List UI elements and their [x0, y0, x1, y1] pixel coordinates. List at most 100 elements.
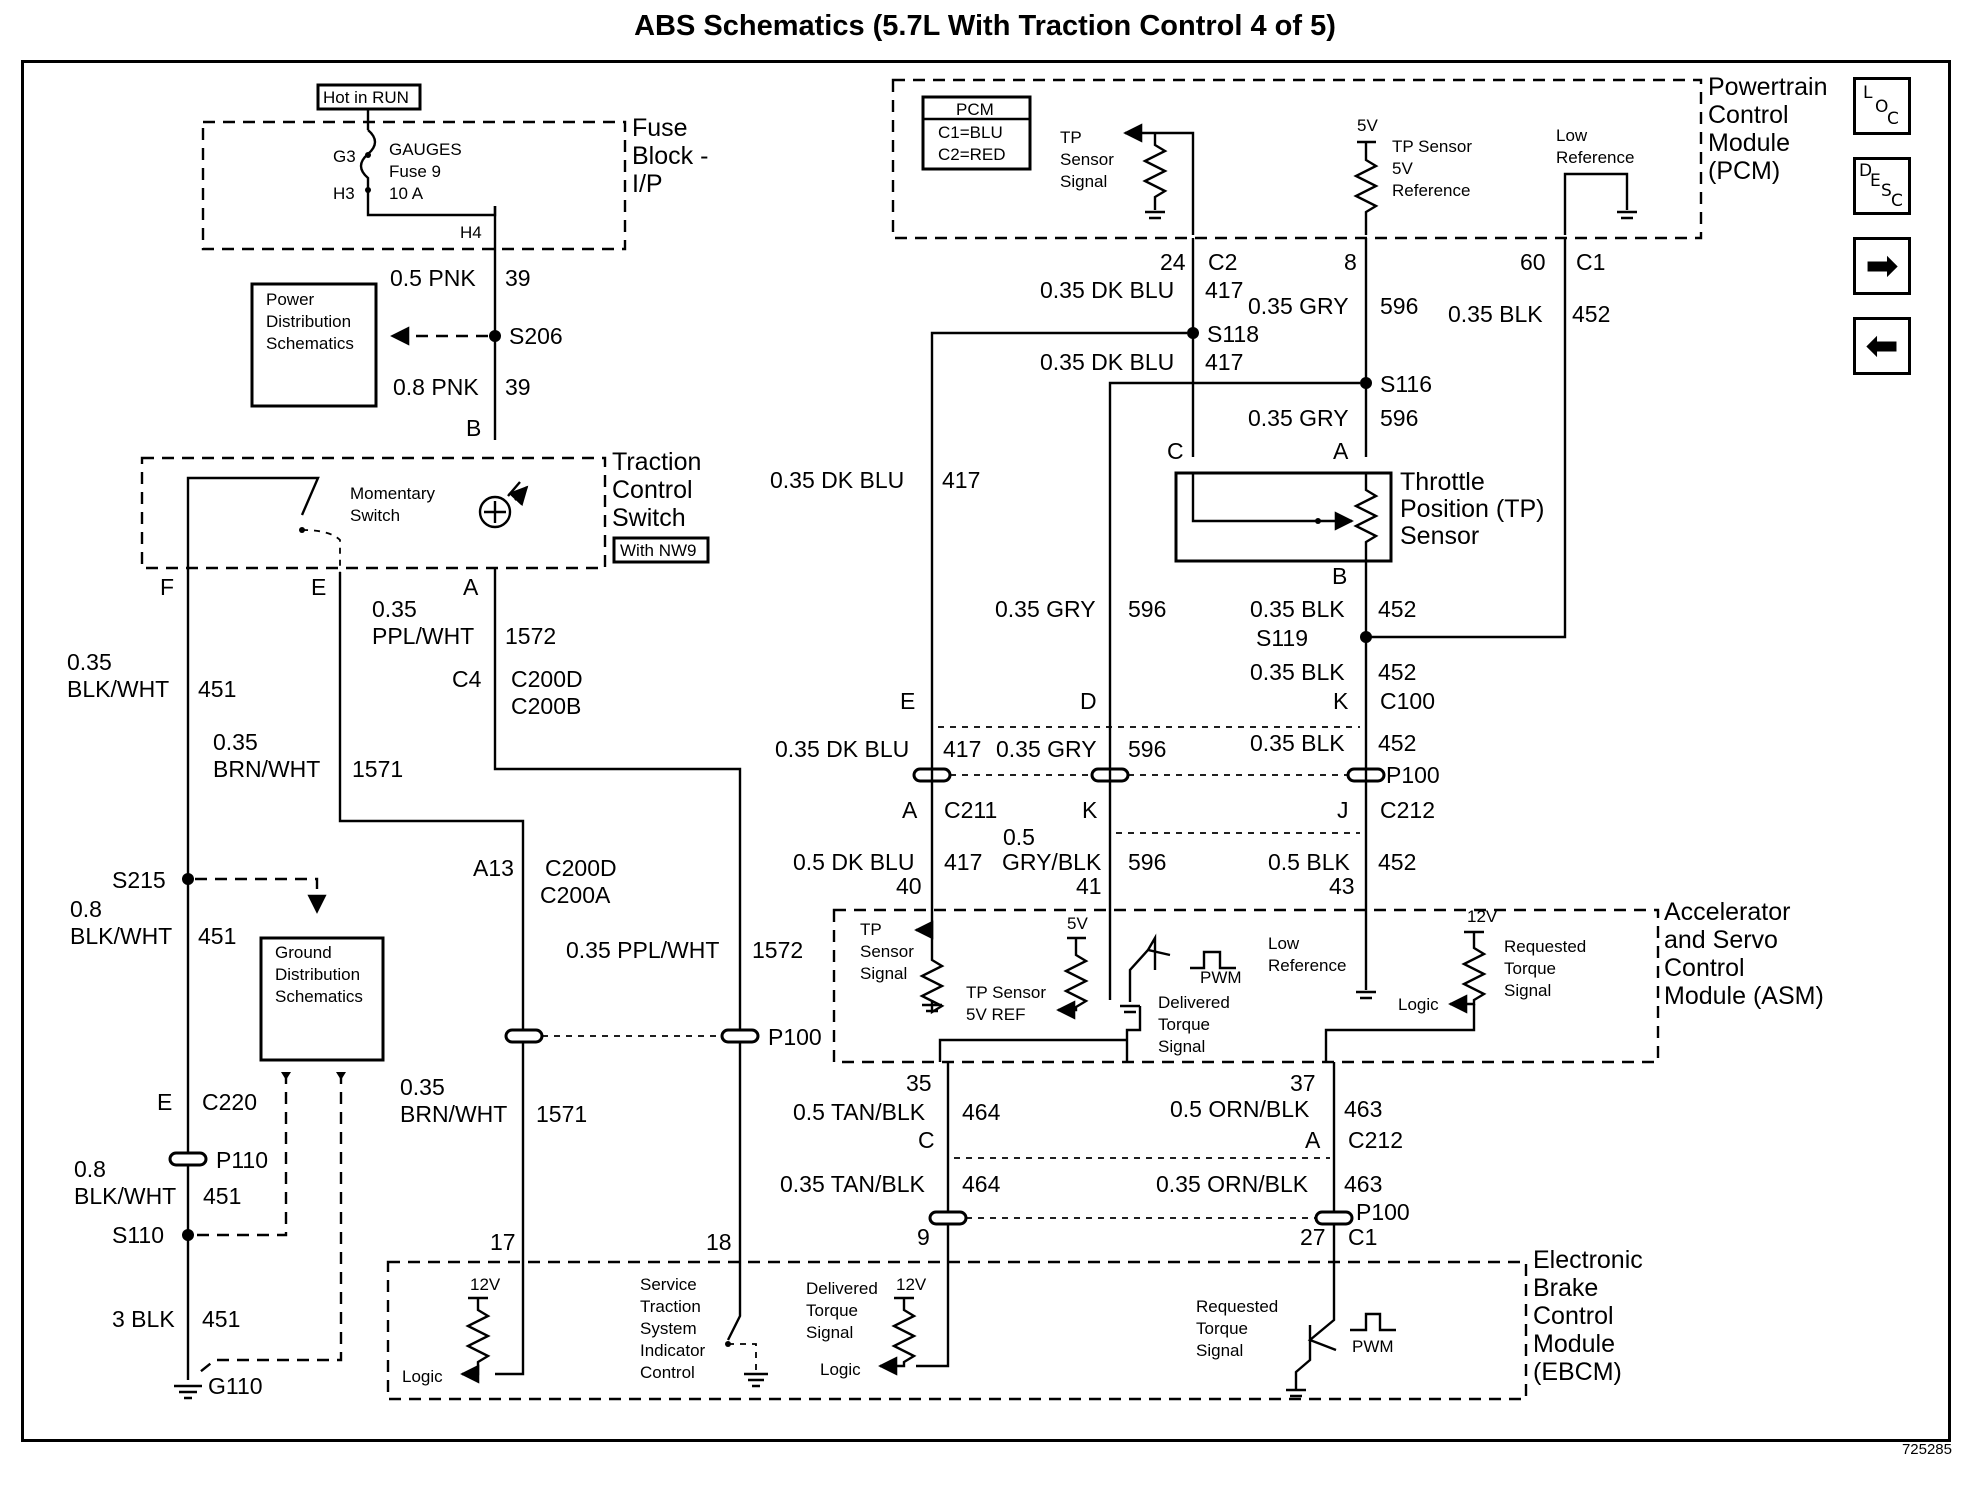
schematic-label: C100: [1380, 688, 1435, 714]
schematic-label: C2=RED: [938, 145, 1006, 164]
connector-p100-left-b: [720, 1028, 760, 1044]
schematic-label: Switch: [350, 506, 400, 525]
schematic-label: 37: [1290, 1070, 1316, 1096]
schematic-label: 0.35 TAN/BLK: [780, 1171, 926, 1197]
next-page-button[interactable]: ➡: [1853, 237, 1911, 295]
schematic-label: Sensor: [1400, 522, 1479, 550]
asm-delivered-output: [938, 1038, 1127, 1062]
schematic-label: 27: [1300, 1224, 1326, 1250]
schematic-label: 0.35: [67, 649, 112, 675]
previous-page-button[interactable]: ⬅: [1853, 317, 1911, 375]
schematic-label: Powertrain: [1708, 73, 1828, 101]
schematic-label: 451: [198, 923, 236, 949]
schematic-label: D: [1080, 688, 1097, 714]
schematic-label: Module: [1708, 129, 1790, 157]
schematic-label: 1571: [536, 1101, 587, 1127]
schematic-label: Reference: [1268, 956, 1346, 975]
schematic-label: 12V: [896, 1275, 927, 1294]
schematic-label: C: [918, 1127, 935, 1153]
schematic-label: 12V: [470, 1275, 501, 1294]
schematic-label: TP Sensor: [1392, 137, 1472, 156]
schematic-label: 0.5 TAN/BLK: [793, 1099, 926, 1125]
schematic-label: E: [157, 1089, 172, 1115]
schematic-label: 43: [1329, 873, 1355, 899]
schematic-label: G110: [208, 1373, 263, 1399]
schematic-label: PCM: [956, 100, 994, 119]
schematic-line: [1286, 1388, 1306, 1398]
schematic-label: 0.35 BLK: [1250, 596, 1345, 622]
schematic-label: Distribution: [266, 312, 351, 331]
schematic-line: [930, 718, 1368, 910]
schematic-label: A13: [473, 855, 514, 881]
schematic-label: A: [1333, 438, 1349, 464]
schematic-label: 1572: [505, 623, 556, 649]
schematic-label: and Servo: [1664, 926, 1778, 954]
schematic-label: Low: [1268, 934, 1300, 953]
schematic-label: System: [640, 1319, 697, 1338]
schematic-label: Signal: [1504, 981, 1551, 1000]
schematic-label: 0.8 PNK: [393, 374, 479, 400]
schematic-label: K: [1082, 797, 1098, 823]
schematic-label: 12V: [1467, 907, 1498, 926]
schematic-label: S116: [1380, 371, 1432, 397]
pcm-low-reference: [1563, 172, 1629, 235]
schematic-label: 0.8: [74, 1156, 106, 1182]
schematic-label: 451: [198, 676, 236, 702]
connector-p110: [168, 1151, 208, 1167]
schematic-line: [1617, 210, 1637, 220]
schematic-label: Indicator: [640, 1341, 706, 1360]
schematic-label: C1: [1576, 249, 1605, 275]
schematic-label: 451: [202, 1306, 240, 1332]
schematic-label: Requested: [1504, 937, 1586, 956]
schematic-line: [921, 95, 1032, 171]
schematic-label: 0.35: [400, 1074, 445, 1100]
splice-s119: [1360, 631, 1372, 643]
schematic-label: C200A: [540, 882, 611, 908]
schematic-label: P100: [768, 1024, 822, 1050]
schematic-label: 417: [943, 736, 981, 762]
schematic-label: 452: [1378, 659, 1416, 685]
schematic-label: 0.35: [213, 729, 258, 755]
schematic-label: Logic: [1398, 995, 1439, 1014]
schematic-label: 9: [917, 1224, 930, 1250]
momentary-switch-return: [301, 529, 341, 572]
asm-pwm-transistor: [1128, 933, 1171, 1002]
schematic-line: [922, 1003, 942, 1013]
schematic-label: 0.5 PNK: [390, 265, 476, 291]
schematic-label: PPL/WHT: [372, 623, 474, 649]
schematic-label: 0.35 GRY: [1248, 293, 1349, 319]
schematic-label: 417: [1205, 349, 1243, 375]
desc-button[interactable]: D E S C: [1853, 157, 1911, 215]
schematic-label: A: [463, 574, 479, 600]
schematic-label: 464: [962, 1171, 1001, 1197]
schematic-label: 35: [906, 1070, 932, 1096]
loc-button[interactable]: L O C: [1853, 77, 1911, 135]
schematic-label: Position (TP): [1400, 495, 1544, 523]
schematic-label: Signal: [1196, 1341, 1243, 1360]
schematic-label: Distribution: [275, 965, 360, 984]
s215-to-ground-dist: [195, 877, 327, 914]
schematic-label: Logic: [402, 1367, 443, 1386]
tp-potentiometer: [1353, 473, 1379, 561]
schematic-line: [1120, 1004, 1140, 1014]
fuse-gauges-label: GAUGES: [389, 140, 462, 159]
schematic-label: 596: [1128, 736, 1166, 762]
schematic-line: [1174, 471, 1393, 563]
schematic-label: 5V: [1392, 159, 1413, 178]
schematic-label: 0.35 DK BLU: [775, 736, 909, 762]
desc-icon: D E S C: [1859, 161, 1903, 211]
ebcm-ground-icon: [744, 1372, 768, 1388]
asm-5v-ref-resistor: [1058, 936, 1089, 1010]
ebcm-12v-pullup-a: [462, 1296, 491, 1374]
schematic-label: Logic: [820, 1360, 861, 1379]
schematic-label: 0.35 BLK: [1250, 730, 1345, 756]
g110-to-ground-dist: [199, 1072, 343, 1373]
s110-to-ground-dist: [197, 1072, 288, 1237]
schematic-label: 596: [1380, 293, 1418, 319]
pin-h4-label: H4: [460, 223, 482, 242]
wire-596-to-asm: [1108, 381, 1360, 718]
schematic-label: 0.5: [1003, 824, 1035, 850]
schematic-label: Service: [640, 1275, 697, 1294]
connector-p100-left-a: [504, 1028, 544, 1044]
schematic-label: Signal: [1060, 172, 1107, 191]
